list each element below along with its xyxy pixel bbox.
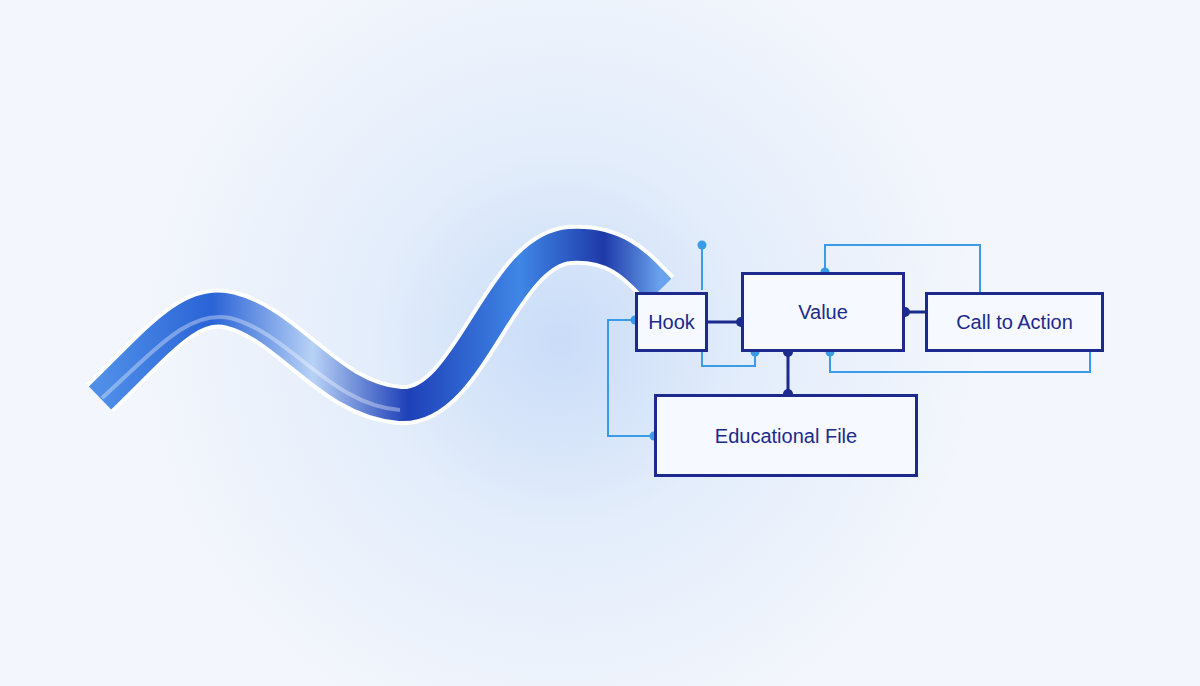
educational-file-box: Educational File	[654, 394, 918, 477]
node-label: Educational File	[715, 424, 857, 448]
hook-box: Hook	[635, 292, 708, 352]
connector-line	[702, 352, 755, 366]
node-label: Hook	[648, 310, 695, 334]
node-label: Call to Action	[956, 310, 1073, 334]
cta-box: Call to Action	[925, 292, 1104, 352]
connector	[783, 347, 793, 399]
connector-line	[787, 352, 790, 394]
value-box: Value	[741, 272, 905, 352]
node-label: Value	[798, 300, 848, 324]
connector-line	[830, 352, 1090, 372]
